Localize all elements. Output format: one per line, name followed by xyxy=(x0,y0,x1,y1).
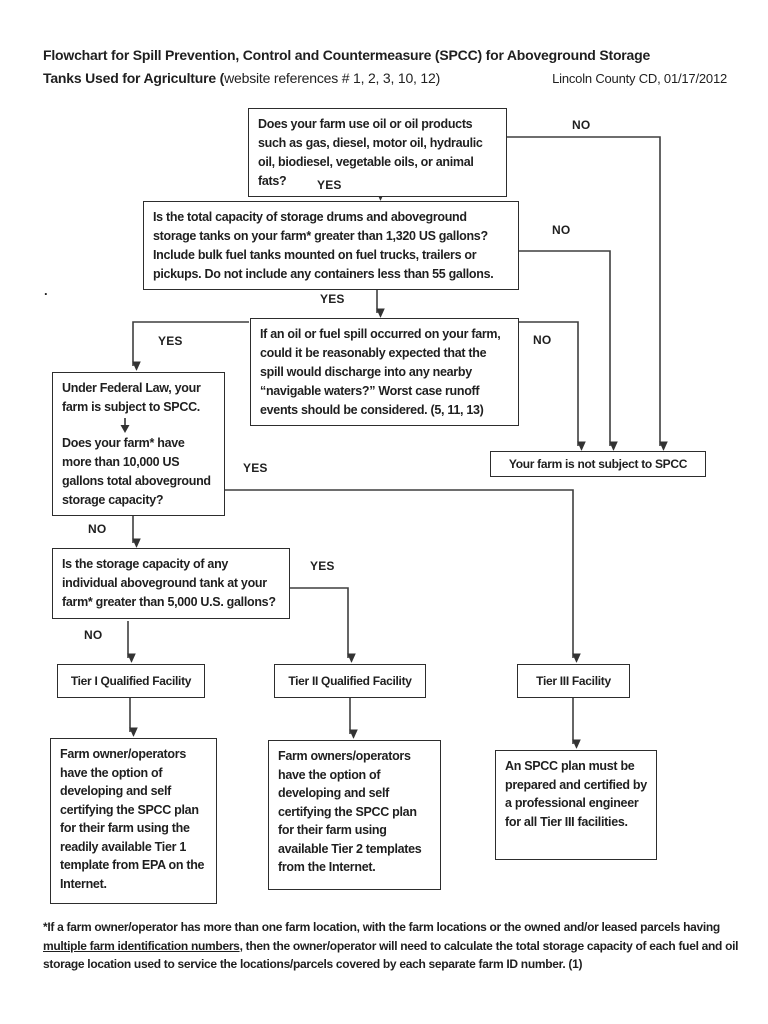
footnote: *If a farm owner/operator has more than … xyxy=(43,918,749,974)
down-arrow-icon xyxy=(120,418,130,433)
title-line1: Flowchart for Spill Prevention, Control … xyxy=(43,47,651,63)
arrow-q1-no-notsubject xyxy=(506,136,660,446)
label-q3-yes: YES xyxy=(158,334,183,348)
node-outcome-tier3: An SPCC plan must be prepared and certif… xyxy=(495,750,657,860)
label-q5-no: NO xyxy=(84,628,103,642)
page-title: Flowchart for Spill Prevention, Control … xyxy=(43,44,727,90)
arrow-q3-yes-q4 xyxy=(133,321,249,366)
q4-text-10000: Does your farm* have more than 10,000 US… xyxy=(62,436,211,507)
node-outcome-tier2: Farm owners/operators have the option of… xyxy=(268,740,441,890)
title-line2: Tanks Used for Agriculture (website refe… xyxy=(43,70,441,86)
node-tier3-facility: Tier III Facility xyxy=(517,664,630,698)
footnote-part2: , then the owner/operator will need to c… xyxy=(43,938,739,972)
node-q4-subject-10000: Under Federal Law, your farm is subject … xyxy=(52,372,225,516)
footnote-part1: *If a farm owner/operator has more than … xyxy=(43,920,720,934)
label-q5-yes: YES xyxy=(310,559,335,573)
node-q1-oil-products: Does your farm use oil or oil products s… xyxy=(248,108,507,197)
label-q3-no: NO xyxy=(533,333,552,347)
label-q4-no: NO xyxy=(88,522,107,536)
node-q2-total-capacity: Is the total capacity of storage drums a… xyxy=(143,201,519,290)
stray-period: . xyxy=(44,283,48,298)
label-q1-no: NO xyxy=(572,118,591,132)
label-q2-no: NO xyxy=(552,223,571,237)
label-q1-yes: YES xyxy=(317,178,342,192)
q4-text-subject: Under Federal Law, your farm is subject … xyxy=(62,381,201,414)
label-q4-yes: YES xyxy=(243,461,268,475)
title-date: Lincoln County CD, 01/17/2012 xyxy=(552,71,727,86)
arrow-q2-no-notsubject xyxy=(519,250,610,446)
node-not-subject: Your farm is not subject to SPCC xyxy=(490,451,706,477)
arrow-q5-yes-tier2 xyxy=(290,587,348,658)
node-q5-individual-tank: Is the storage capacity of any individua… xyxy=(52,548,290,619)
label-q2-yes: YES xyxy=(320,292,345,306)
footnote-underlined: multiple farm identification numbers xyxy=(43,938,240,953)
node-tier1-facility: Tier I Qualified Facility xyxy=(57,664,205,698)
node-tier2-facility: Tier II Qualified Facility xyxy=(274,664,426,698)
node-outcome-tier1: Farm owner/operators have the option of … xyxy=(50,738,217,904)
node-q3-spill-discharge: If an oil or fuel spill occurred on your… xyxy=(250,318,519,426)
